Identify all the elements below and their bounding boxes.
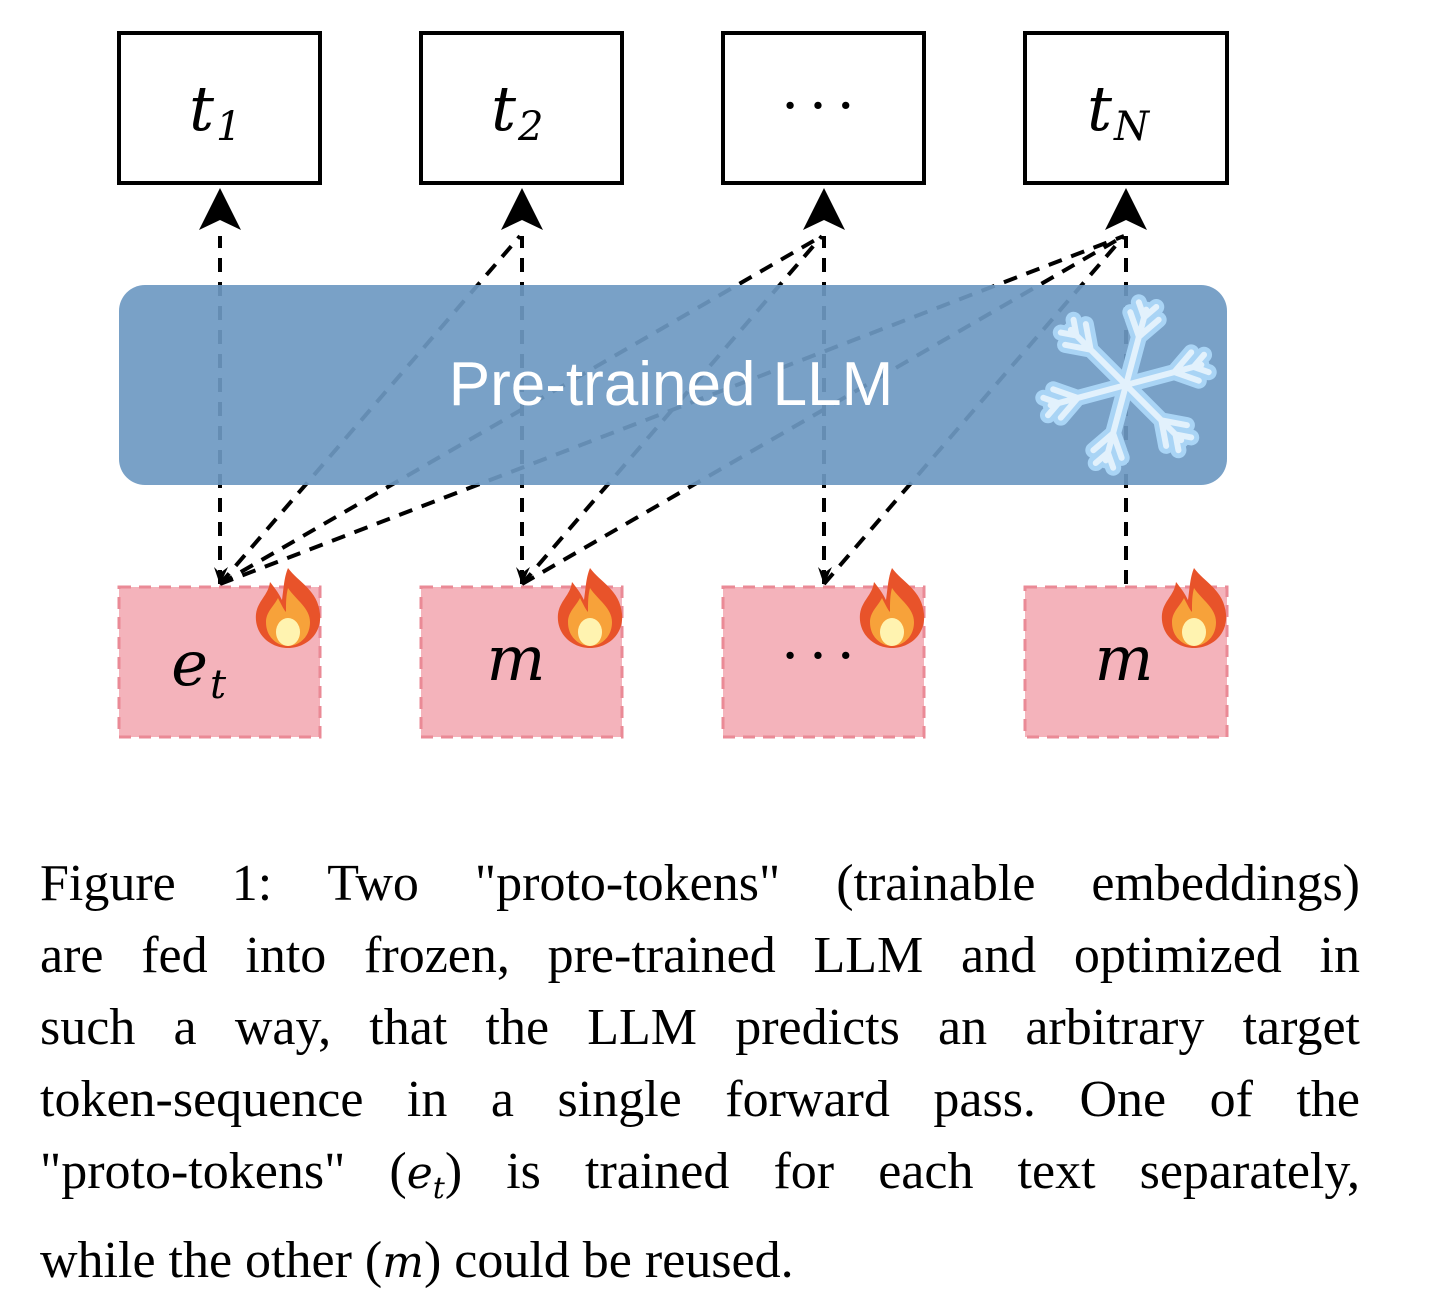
- input-token-ellipsis: ···: [781, 624, 864, 689]
- output-token-box-1: t 1: [117, 31, 322, 185]
- input-token-box-m: m: [419, 585, 624, 739]
- arrowhead-1: [199, 188, 241, 230]
- caption-text: ) could be reused.: [423, 1231, 794, 1289]
- snowflake-arm: [1123, 382, 1195, 454]
- caption-line-3: such a way, that the LLM predicts an arb…: [40, 999, 1360, 1056]
- snowflake-icon: [1035, 294, 1217, 476]
- snowflake-arm: [1123, 349, 1212, 388]
- output-token-box-n: t N: [1023, 31, 1229, 185]
- output-token-label: t: [491, 72, 516, 145]
- caption-math-base: e: [406, 1148, 433, 1199]
- fire-icon: [255, 568, 321, 648]
- caption-math-sub: t: [432, 1170, 445, 1206]
- source-arrow-tip: [516, 567, 530, 585]
- source-arrow-tip: [214, 567, 228, 585]
- arrowhead-2: [501, 188, 543, 230]
- caption-line-5: "proto-tokens" (et) is trained for each …: [40, 1136, 1360, 1225]
- snowflake-arm: [1123, 299, 1162, 388]
- input-token-label: m: [487, 622, 546, 695]
- snowflake-arm: [1090, 382, 1129, 471]
- input-token-subscript: t: [210, 662, 227, 708]
- proto-token-diagram: t 1 t 2 ··· t N Pre-trained LLM e t m ··: [117, 31, 1229, 739]
- fire-icon: [859, 568, 925, 648]
- input-token-label: m: [1095, 622, 1154, 695]
- caption-text: while the other (: [40, 1231, 383, 1289]
- caption-line-1: Figure 1: Two "proto-tokens" (trainable …: [40, 855, 1360, 912]
- pretrained-llm-block: Pre-trained LLM: [119, 285, 1227, 485]
- output-token-subscript: N: [1113, 104, 1151, 150]
- snowflake-arm: [1057, 316, 1129, 388]
- input-token-label: e: [171, 627, 208, 700]
- caption-line-2: are fed into frozen, pre-trained LLM and…: [40, 927, 1360, 984]
- caption-math-m: m: [382, 1236, 424, 1288]
- caption-math-et: et: [406, 1148, 445, 1206]
- llm-label: Pre-trained LLM: [449, 350, 894, 419]
- caption-text: ) is trained for each text separately,: [444, 1143, 1360, 1200]
- output-token-label: t: [189, 72, 214, 145]
- output-token-subscript: 1: [216, 104, 241, 150]
- output-token-box-2: t 2: [419, 31, 624, 185]
- fire-icon: [1161, 568, 1227, 648]
- output-token-ellipsis: ···: [781, 74, 864, 139]
- arrowhead-3: [803, 188, 845, 230]
- output-token-label: t: [1087, 72, 1112, 145]
- fire-icon: [557, 568, 623, 648]
- figure-caption: Figure 1: Two "proto-tokens" (trainable …: [40, 848, 1360, 1299]
- arrowheads: [199, 188, 1147, 585]
- caption-line-6: while the other (m) could be reused.: [40, 1225, 1360, 1299]
- output-token-subscript: 2: [517, 104, 543, 150]
- caption-line-4: token-sequence in a single forward pass.…: [40, 1071, 1360, 1128]
- arrowhead-4: [1105, 188, 1147, 230]
- snowflake-arm: [1040, 382, 1129, 421]
- caption-text: "proto-tokens" (: [40, 1143, 407, 1200]
- output-token-box-ellipsis: ···: [721, 31, 926, 185]
- source-arrow-tip: [818, 567, 832, 585]
